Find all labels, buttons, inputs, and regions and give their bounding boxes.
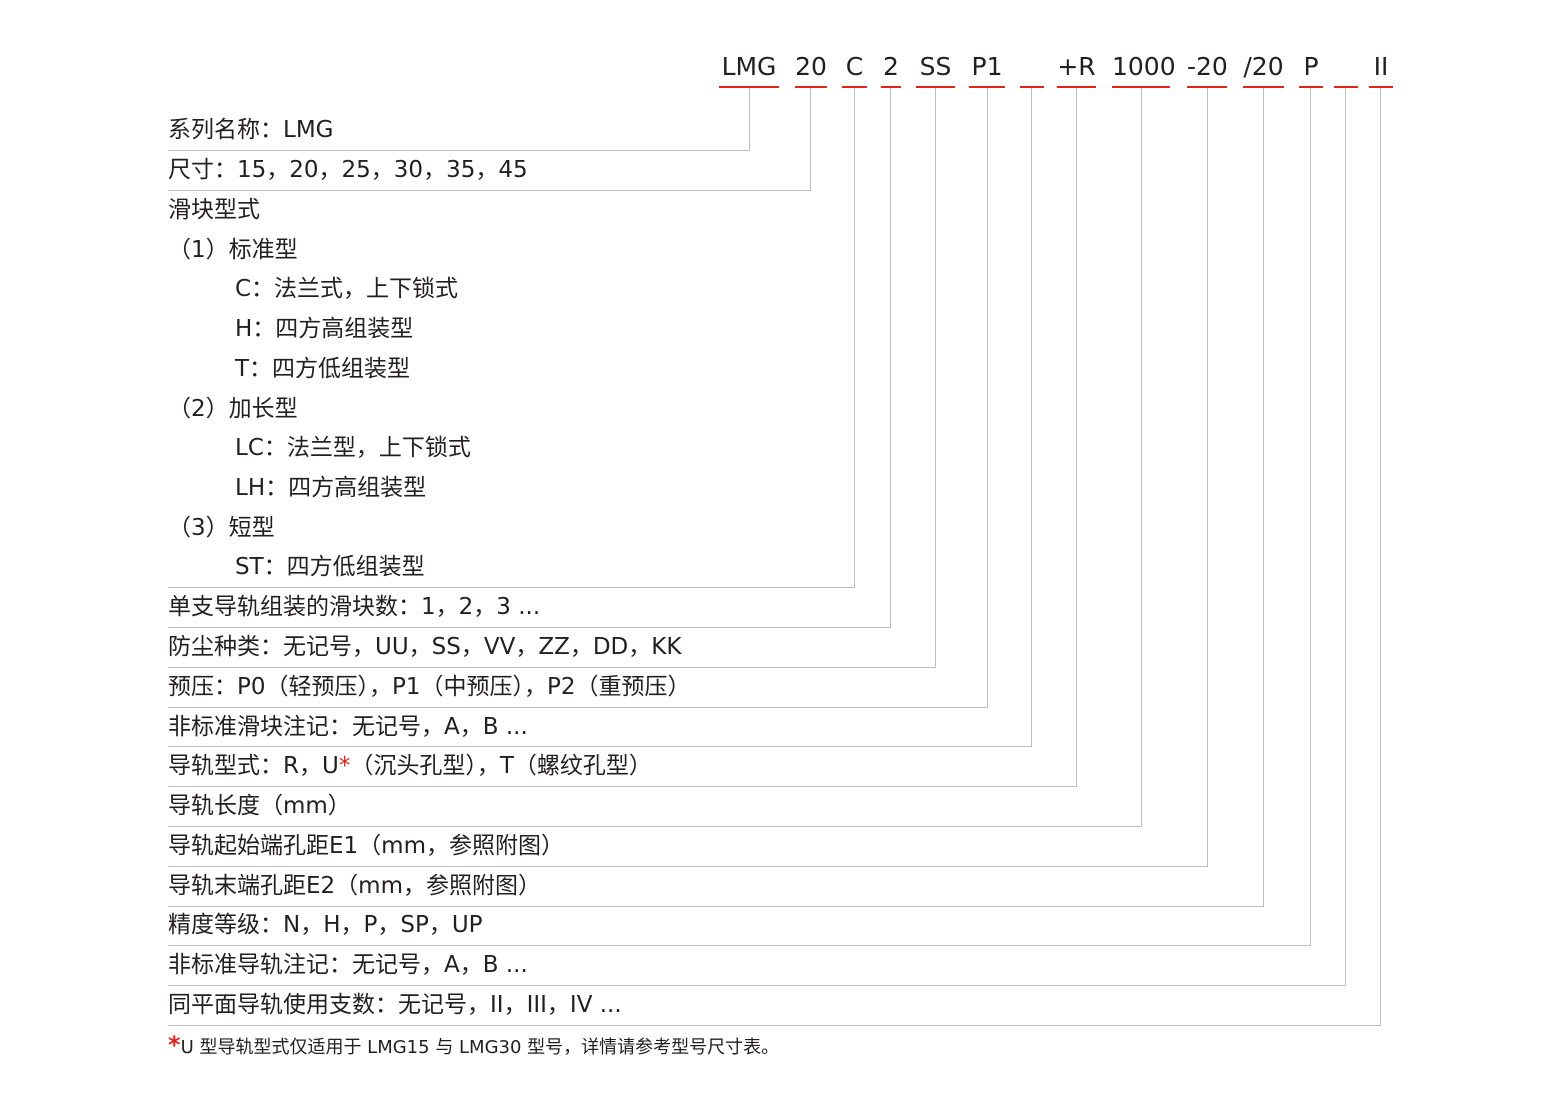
- leader-line: [168, 707, 988, 708]
- desc-type-lh: LH：四方高组装型: [235, 475, 427, 501]
- desc-rail-length: 导轨长度（mm）: [168, 793, 351, 819]
- code-segment-e2: /20: [1243, 52, 1284, 81]
- leader-line: [168, 906, 1264, 907]
- leader-line: [168, 150, 750, 151]
- desc-type-h: H：四方高组装型: [235, 316, 414, 342]
- desc-rail-type: 导轨型式：R，U*（沉头孔型），T（螺纹孔型）: [168, 748, 652, 784]
- code-underline: [795, 86, 827, 88]
- leader-line: [810, 88, 811, 190]
- code-underline: [1187, 86, 1227, 88]
- desc-rail-type-part1: 导轨型式：R，U: [168, 753, 339, 779]
- desc-nonstandard-block: 非标准滑块注记：无记号，A，B ...: [168, 714, 528, 740]
- desc-type-st: ST：四方低组装型: [235, 554, 425, 580]
- code-underline: [1369, 86, 1393, 88]
- leader-line: [1031, 88, 1032, 746]
- leader-line: [1263, 88, 1264, 906]
- code-segment-size: 20: [795, 52, 827, 81]
- code-segment-block-count: 2: [883, 52, 899, 81]
- desc-block-count: 单支导轨组装的滑块数：1，2，3 ...: [168, 594, 541, 620]
- leader-line: [168, 985, 1346, 986]
- code-segment-block-type: C: [845, 52, 864, 81]
- code-segment-rail-type: +R: [1057, 52, 1096, 81]
- code-underline: [881, 86, 901, 88]
- leader-line: [935, 88, 936, 667]
- leader-line: [749, 88, 750, 150]
- desc-type-c: C：法兰式，上下锁式: [235, 276, 459, 302]
- code-segment-nonstandard-rail: [1334, 50, 1358, 84]
- code-underline: [1020, 86, 1044, 88]
- code-underline: [842, 86, 867, 88]
- code-underline: [1299, 86, 1323, 88]
- code-underline: [1334, 86, 1358, 88]
- desc-preload: 预压：P0（轻预压），P1（中预压），P2（重预压）: [168, 674, 691, 700]
- leader-line: [1141, 88, 1142, 826]
- leader-line: [168, 587, 855, 588]
- code-segment-preload: P1: [971, 52, 1003, 81]
- desc-accuracy: 精度等级：N，H，P，SP，UP: [168, 912, 483, 938]
- leader-line: [168, 786, 1077, 787]
- leader-line: [168, 667, 936, 668]
- leader-line: [1207, 88, 1208, 866]
- leader-line: [1345, 88, 1346, 985]
- leader-line: [168, 627, 891, 628]
- code-segment-rail-quantity: II: [1373, 52, 1389, 81]
- footnote-text: U 型导轨型式仅适用于 LMG15 与 LMG30 型号，详情请参考型号尺寸表。: [180, 1037, 780, 1058]
- leader-line: [1380, 88, 1381, 1025]
- leader-line: [854, 88, 855, 587]
- desc-e1: 导轨起始端孔距E1（mm，参照附图）: [168, 833, 564, 859]
- footnote-asterisk: *: [168, 1031, 181, 1059]
- leader-line: [168, 826, 1142, 827]
- desc-type-lc: LC：法兰型，上下锁式: [235, 435, 471, 461]
- desc-size: 尺寸：15，20，25，30，35，45: [168, 157, 528, 183]
- code-segment-rail-length: 1000: [1112, 52, 1176, 81]
- leader-line: [168, 945, 1311, 946]
- leader-line: [890, 88, 891, 627]
- code-segment-accuracy: P: [1303, 52, 1319, 81]
- code-underline: [916, 86, 955, 88]
- leader-line: [168, 866, 1208, 867]
- asterisk-mark: *: [338, 753, 351, 779]
- desc-type-t: T：四方低组装型: [235, 356, 411, 382]
- desc-short-type: （3）短型: [168, 515, 275, 541]
- footnote: *U 型导轨型式仅适用于 LMG15 与 LMG30 型号，详情请参考型号尺寸表…: [168, 1030, 779, 1060]
- desc-nonstandard-rail: 非标准导轨注记：无记号，A，B ...: [168, 952, 528, 978]
- leader-line: [1310, 88, 1311, 945]
- desc-rail-type-part2: （沉头孔型），T（螺纹孔型）: [350, 753, 652, 779]
- desc-long-type: （2）加长型: [168, 396, 298, 422]
- code-segment-series: LMG: [721, 52, 777, 81]
- code-segment-nonstandard-block: [1020, 50, 1044, 84]
- leader-line: [168, 746, 1032, 747]
- leader-line: [168, 1025, 1381, 1026]
- leader-line: [168, 190, 811, 191]
- leader-line: [987, 88, 988, 707]
- code-segment-e1: -20: [1187, 52, 1228, 81]
- code-segment-dust-protection: SS: [919, 52, 952, 81]
- code-underline: [719, 86, 779, 88]
- desc-rail-quantity: 同平面导轨使用支数：无记号，II，III，IV ...: [168, 992, 622, 1018]
- code-underline: [1057, 86, 1096, 88]
- desc-series-name: 系列名称：LMG: [168, 117, 334, 143]
- code-underline: [1112, 86, 1170, 88]
- code-underline: [1243, 86, 1284, 88]
- desc-standard-type: （1）标准型: [168, 237, 298, 263]
- desc-e2: 导轨末端孔距E2（mm，参照附图）: [168, 873, 541, 899]
- leader-line: [1076, 88, 1077, 786]
- desc-dust-protection: 防尘种类：无记号，UU，SS，VV，ZZ，DD，KK: [168, 634, 682, 660]
- desc-block-type-heading: 滑块型式: [168, 197, 260, 223]
- code-underline: [969, 86, 1005, 88]
